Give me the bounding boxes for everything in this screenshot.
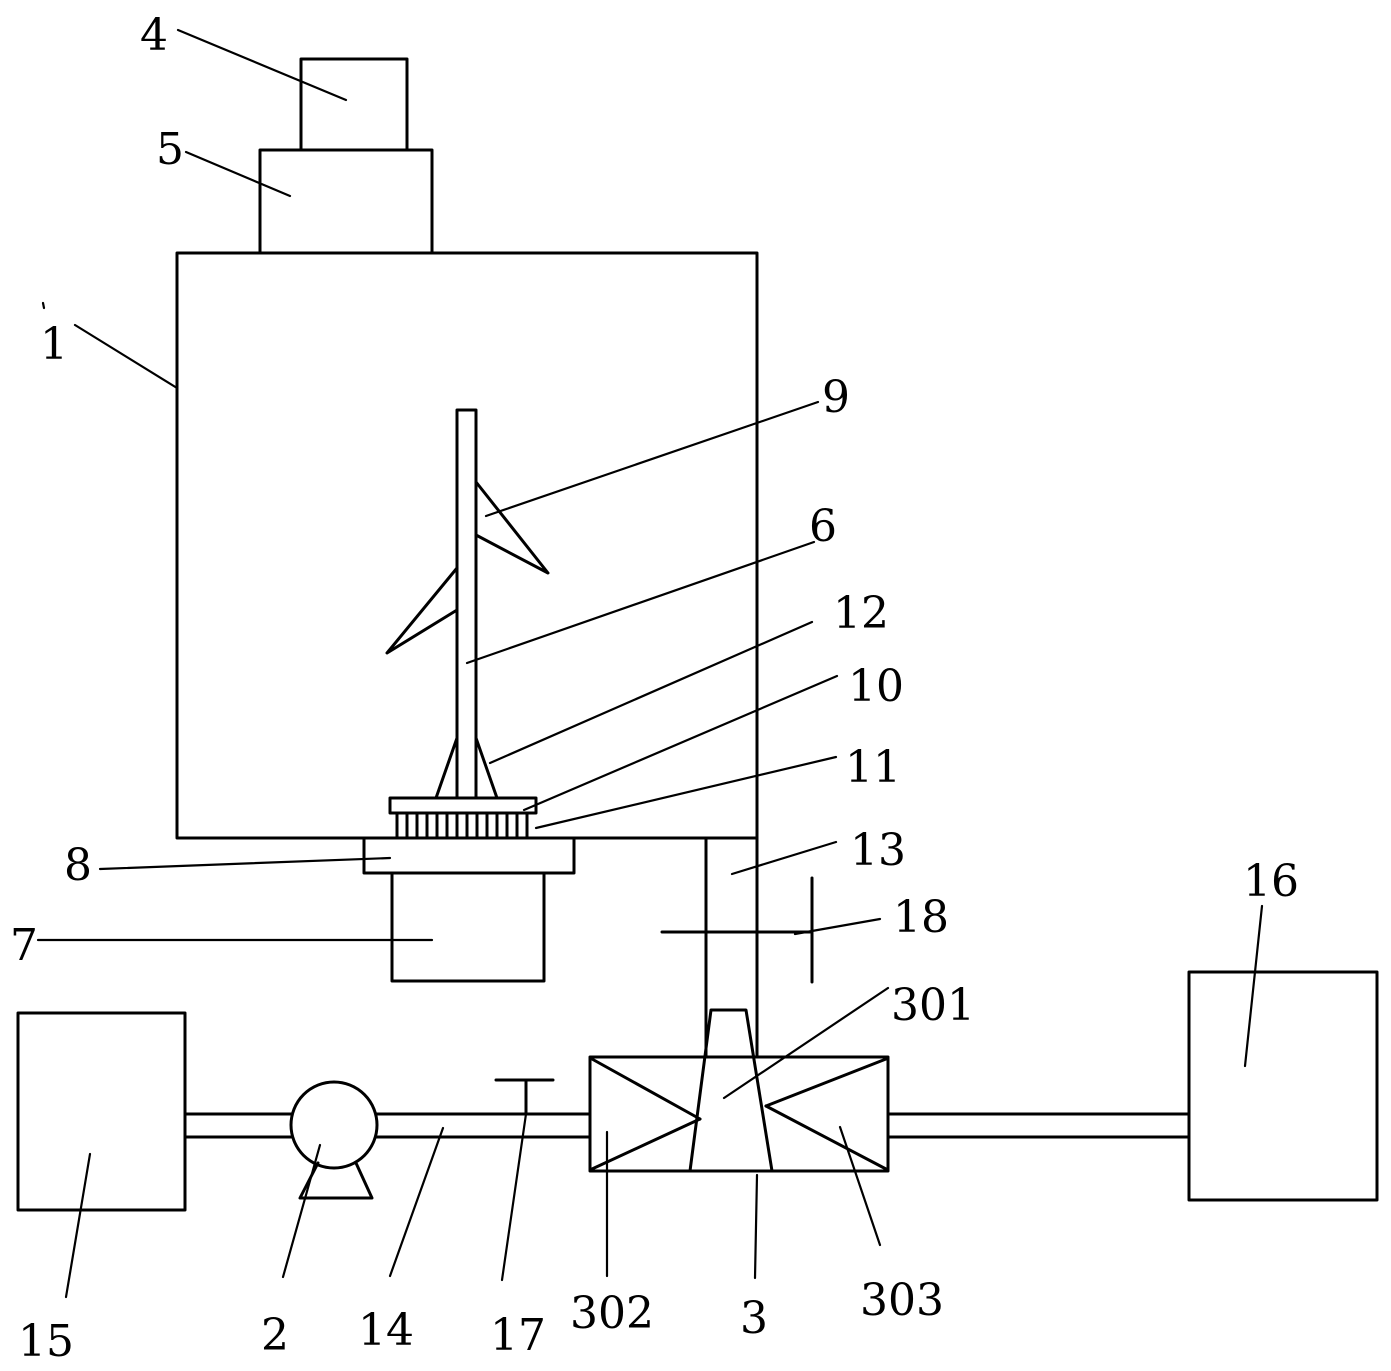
label-7: 7 [10, 920, 38, 971]
label-14: 14 [358, 1305, 414, 1356]
tank-body [175, 251, 759, 840]
nozzle [688, 1008, 774, 1173]
label-10: 10 [848, 661, 904, 712]
pump [289, 1080, 379, 1170]
label-6: 6 [809, 501, 837, 552]
stirring-shaft [455, 408, 478, 800]
brush-teeth [395, 811, 529, 840]
label-11: 11 [845, 742, 901, 793]
disc-plate [388, 796, 538, 815]
label-15: 15 [18, 1316, 74, 1367]
bottom-flange [362, 836, 576, 875]
label-17: 17 [490, 1310, 546, 1361]
label-5: 5 [156, 124, 184, 175]
label-2: 2 [261, 1310, 289, 1361]
lower-blade [385, 566, 459, 655]
label-12: 12 [833, 588, 889, 639]
top-base-block [258, 148, 434, 255]
top-cap-block [299, 57, 409, 152]
support-right [474, 736, 499, 800]
upper-blade [474, 480, 550, 575]
label-16: 16 [1243, 856, 1299, 907]
bottom-motor [390, 871, 546, 983]
label-8: 8 [64, 840, 92, 891]
label-303: 303 [860, 1275, 944, 1326]
label-1: 1 [40, 319, 68, 370]
label-18: 18 [893, 892, 949, 943]
label-302: 302 [570, 1288, 654, 1339]
label-4: 4 [140, 10, 168, 61]
mixer-box [588, 1055, 890, 1173]
label-9: 9 [822, 372, 850, 423]
leader-lines [36, 28, 1264, 1299]
label-3: 3 [740, 1293, 768, 1344]
label-13: 13 [850, 825, 906, 876]
source-tank [16, 1011, 187, 1212]
label-301: 301 [891, 980, 975, 1031]
support-left [434, 736, 459, 800]
collection-tank [1187, 970, 1379, 1202]
